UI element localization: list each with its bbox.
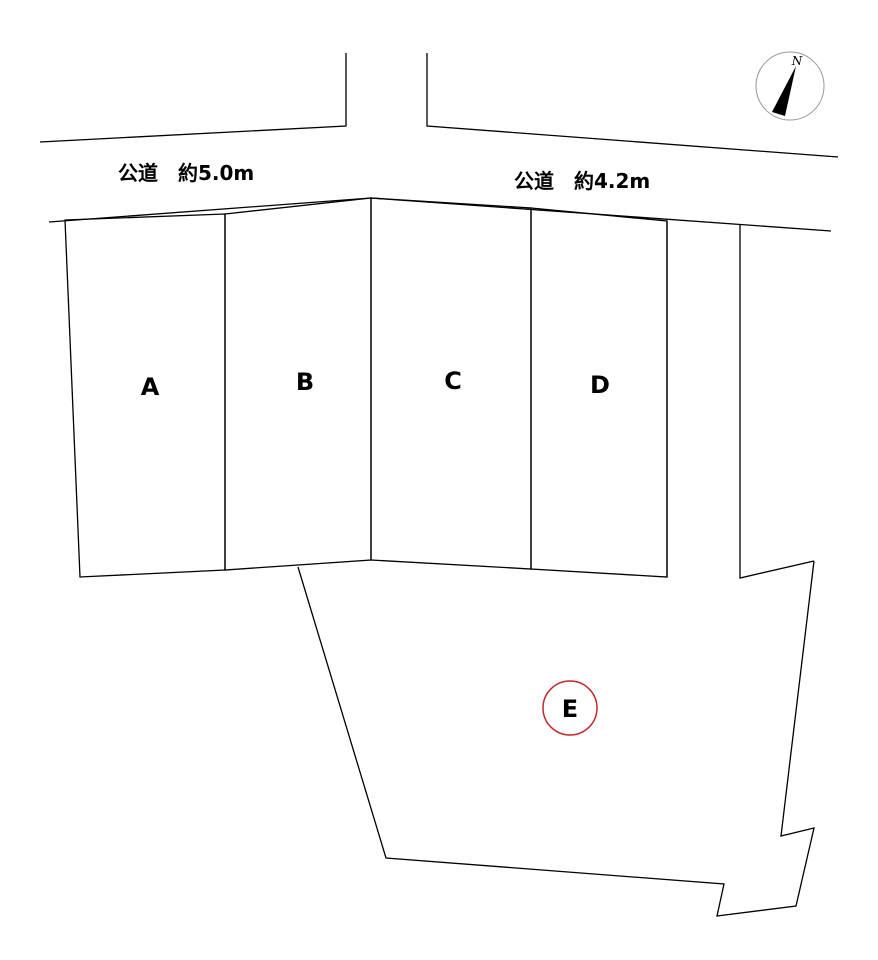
lot-d-label: D xyxy=(590,371,610,399)
west-road-label: 公道 約5.0m xyxy=(118,161,254,185)
lot-e-label: E xyxy=(562,695,578,723)
east-road-label: 公道 約4.2m xyxy=(514,169,650,193)
north-arrow-icon: N xyxy=(755,51,825,121)
lot-e-highlight-circle xyxy=(542,680,598,736)
compass-north-label: N xyxy=(791,54,803,68)
access-strip-east-edge xyxy=(739,224,815,579)
lot-b-label: B xyxy=(296,368,314,396)
lot-e-boundary xyxy=(297,560,815,917)
lot-a-label: A xyxy=(141,373,160,401)
lot-c-label: C xyxy=(444,367,462,395)
compass-needle xyxy=(772,66,796,116)
north-side-road-edge-west xyxy=(39,53,347,143)
north-side-road-edge-east xyxy=(426,53,839,158)
